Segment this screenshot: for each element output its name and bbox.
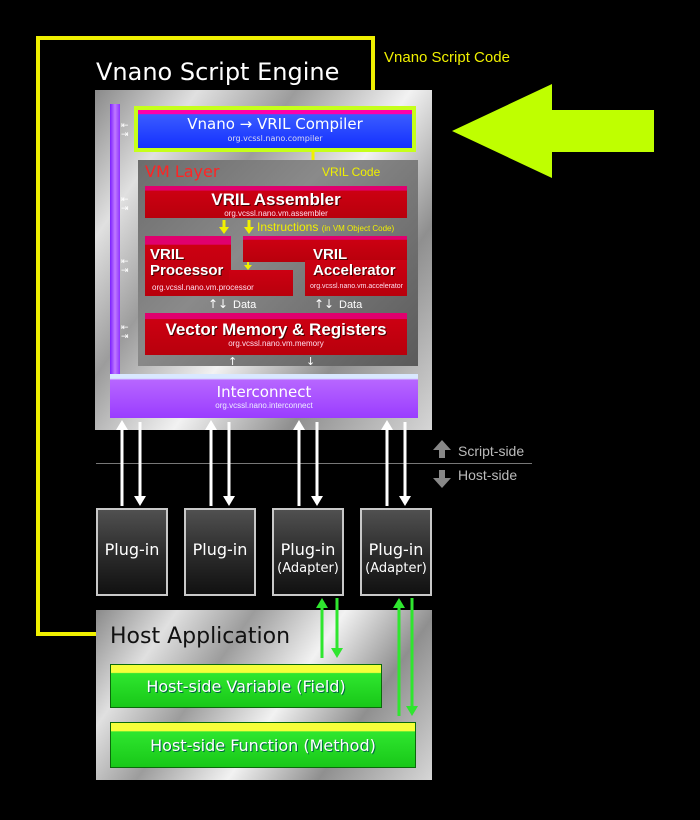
- accelerator-box-extension: [305, 260, 407, 296]
- data-label-2: Data: [339, 299, 363, 311]
- memory-interconnect-arrow-icon: ↑: [228, 355, 238, 368]
- vm-layer-label: VM Layer: [145, 162, 220, 181]
- plugin-box-1: Plug-in: [96, 508, 168, 596]
- script-host-arrow-icon: [433, 440, 451, 488]
- script-code-label: Vnano Script Code: [384, 49, 510, 66]
- data-arrow-icon: ↑↓: [208, 297, 229, 311]
- compiler-package: org.vcssl.nano.compiler: [227, 134, 323, 143]
- processor-box: [145, 236, 231, 296]
- host-function-box: Host-side Function (Method): [110, 722, 416, 768]
- processor-box-extension: [229, 270, 293, 296]
- plugin-label: Plug-in: [192, 540, 248, 559]
- memory-interconnect-arrow-icon: ↓: [306, 355, 316, 368]
- compiler-title: Vnano → VRIL Compiler: [187, 115, 363, 133]
- accelerator-package: org.vcssl.nano.vm.accelerator: [310, 283, 403, 290]
- instructions-text: Instructions: [257, 220, 319, 234]
- processor-title-line1: VRIL: [150, 246, 185, 263]
- plugin-box-3: Plug-in (Adapter): [272, 508, 344, 596]
- plugin-label: Plug-in: [280, 540, 336, 559]
- side-arrow-icon: ⇤⇥: [121, 323, 129, 342]
- compiler-box: Vnano → VRIL Compiler org.vcssl.nano.com…: [134, 106, 416, 152]
- interconnect-title: Interconnect: [216, 383, 312, 401]
- processor-package: org.vcssl.nano.vm.processor: [152, 283, 254, 292]
- processor-title: VRIL Processor: [150, 247, 223, 279]
- accelerator-box: [243, 236, 407, 262]
- side-divider: [96, 463, 532, 464]
- host-variable-box: Host-side Variable (Field): [110, 664, 382, 708]
- host-side-label: Host-side: [458, 467, 518, 483]
- script-side-label: Script-side: [458, 443, 525, 459]
- side-arrow-icon: ⇤⇥: [121, 121, 129, 140]
- input-arrow-icon: [452, 84, 654, 178]
- assembler-package: org.vcssl.nano.vm.assembler: [224, 209, 328, 218]
- vril-code-label: VRIL Code: [322, 165, 381, 179]
- adapter-connection-arrows: [316, 598, 418, 716]
- side-arrow-icon: ⇤⇥: [121, 195, 129, 214]
- plugin-connection-arrows: [116, 420, 411, 506]
- plugin-sublabel: (Adapter): [277, 561, 339, 576]
- plugin-sublabel: (Adapter): [365, 561, 427, 576]
- processor-title-line2: Processor: [150, 262, 224, 279]
- plugin-box-2: Plug-in: [184, 508, 256, 596]
- accelerator-title-line2: Accelerator: [313, 262, 396, 279]
- instructions-label: Instructions (in VM Object Code): [257, 220, 394, 234]
- interconnect-package: org.vcssl.nano.interconnect: [215, 401, 313, 410]
- host-application-title: Host Application: [110, 624, 291, 649]
- interconnect-backbone: [110, 104, 120, 380]
- interconnect-box: Interconnect org.vcssl.nano.interconnect: [110, 374, 418, 418]
- plugin-label: Plug-in: [368, 540, 424, 559]
- side-arrow-icon: ⇤⇥: [121, 257, 129, 276]
- engine-title: Vnano Script Engine: [96, 58, 340, 86]
- accelerator-title: VRIL Accelerator: [313, 247, 396, 279]
- memory-box: Vector Memory & Registers org.vcssl.nano…: [145, 313, 407, 355]
- instructions-arrow-icon: [219, 220, 254, 234]
- assembler-box: VRIL Assembler org.vcssl.nano.vm.assembl…: [145, 186, 407, 218]
- plugin-label: Plug-in: [104, 540, 160, 559]
- data-arrow-icon: ↑↓: [314, 297, 335, 311]
- data-label-1: Data: [233, 299, 257, 311]
- memory-package: org.vcssl.nano.vm.memory: [228, 339, 324, 348]
- instructions-subtext: (in VM Object Code): [321, 224, 395, 233]
- assembler-title: VRIL Assembler: [211, 190, 341, 209]
- accelerator-title-line1: VRIL: [313, 246, 348, 263]
- memory-title: Vector Memory & Registers: [165, 320, 387, 339]
- plugin-box-4: Plug-in (Adapter): [360, 508, 432, 596]
